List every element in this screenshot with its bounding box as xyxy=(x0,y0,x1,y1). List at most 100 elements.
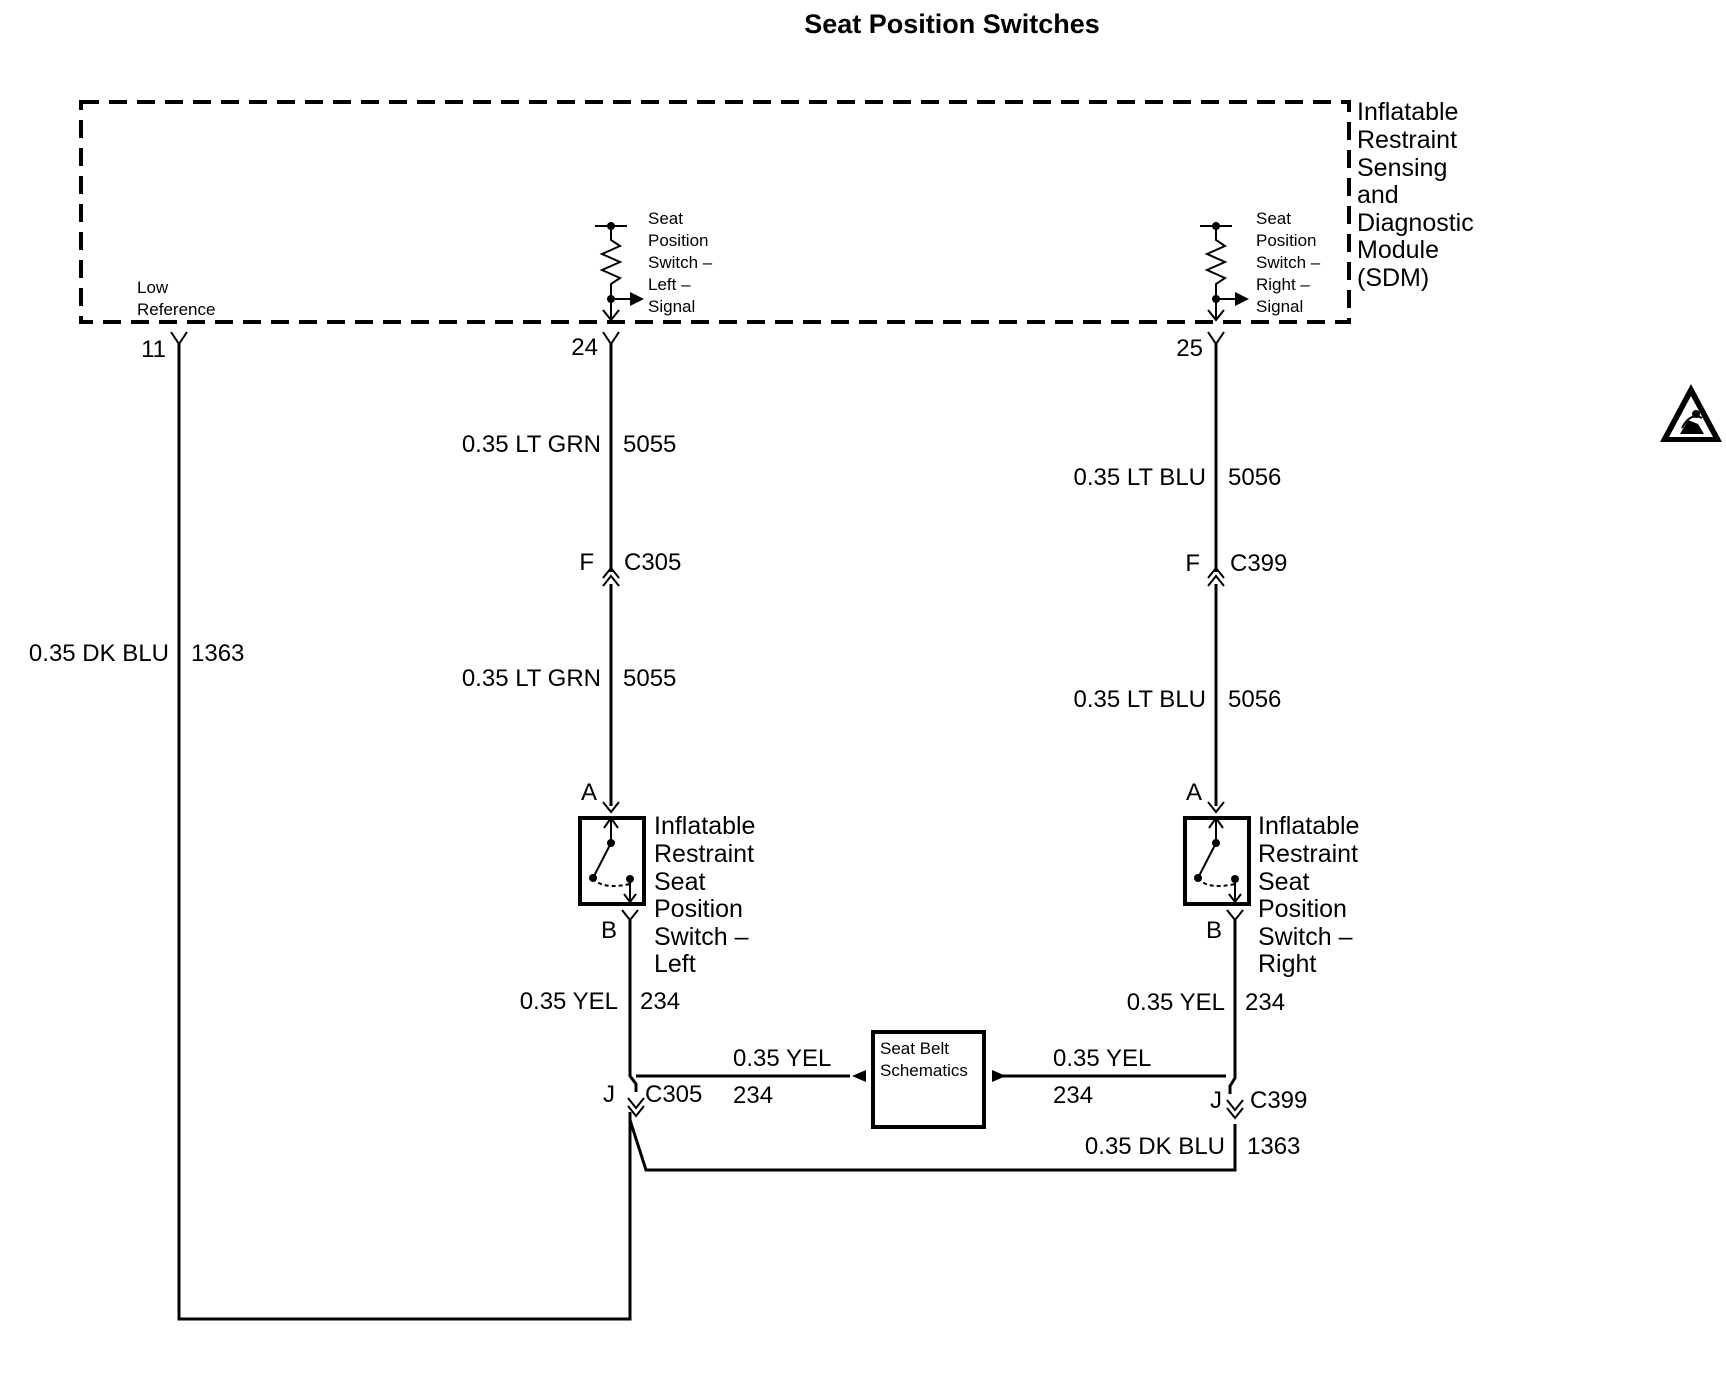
wire-labels: 0.35 LT GRN 5055 0.35 LT GRN 5055 0.35 L… xyxy=(29,431,1300,1160)
svg-text:5056: 5056 xyxy=(1228,464,1281,491)
svg-text:234: 234 xyxy=(733,1082,773,1109)
svg-text:Signal: Signal xyxy=(648,297,695,316)
switch-left-pin-b-terminal xyxy=(621,909,639,922)
low-reference-label: Low Reference xyxy=(137,278,215,319)
svg-text:Restraint: Restraint xyxy=(1357,126,1457,154)
svg-text:Inflatable: Inflatable xyxy=(654,812,755,840)
diagram-title: Seat Position Switches xyxy=(804,9,1100,39)
arrow-left-icon xyxy=(852,1070,866,1082)
svg-text:Inflatable: Inflatable xyxy=(1357,98,1458,126)
svg-text:5055: 5055 xyxy=(623,431,676,458)
connector-c399-inline xyxy=(1207,566,1225,587)
switch-left-pin-a: A xyxy=(581,779,597,806)
svg-text:(SDM): (SDM) xyxy=(1357,264,1429,292)
svg-text:and: and xyxy=(1357,181,1399,209)
airbag-warning-icon xyxy=(1660,384,1722,442)
switch-left-pin-b: B xyxy=(601,917,617,944)
svg-text:Switch –: Switch – xyxy=(1256,253,1321,272)
c399-ground-pin: J xyxy=(1210,1087,1222,1114)
svg-text:Right –: Right – xyxy=(1256,275,1310,294)
svg-text:Seat: Seat xyxy=(1256,209,1291,228)
svg-text:0.35 YEL: 0.35 YEL xyxy=(733,1045,831,1072)
svg-text:Position: Position xyxy=(1258,895,1347,923)
svg-text:0.35 DK BLU: 0.35 DK BLU xyxy=(29,640,169,667)
svg-text:1363: 1363 xyxy=(191,640,244,667)
svg-text:5056: 5056 xyxy=(1228,686,1281,713)
svg-text:Left –: Left – xyxy=(648,275,691,294)
seat-position-switch-left xyxy=(578,801,646,922)
seat-position-switch-right xyxy=(1183,801,1251,922)
pin-11-terminal xyxy=(170,331,188,346)
svg-text:0.35 LT GRN: 0.35 LT GRN xyxy=(462,665,601,692)
connector-c399-ground xyxy=(1226,1099,1244,1120)
arrow-right-icon xyxy=(992,1070,1006,1082)
svg-text:1363: 1363 xyxy=(1247,1133,1300,1160)
left-signal-label: Seat Position Switch – Left – Signal xyxy=(648,209,713,316)
wire-paths xyxy=(177,344,1237,1321)
svg-text:Reference: Reference xyxy=(137,300,215,319)
svg-text:0.35 YEL: 0.35 YEL xyxy=(520,988,618,1015)
svg-text:Signal: Signal xyxy=(1256,297,1303,316)
switch-right-pin-a-terminal xyxy=(1207,801,1225,814)
svg-text:Right: Right xyxy=(1258,950,1316,978)
switch-left-label: Inflatable Restraint Seat Position Switc… xyxy=(654,812,755,978)
c399-inline-name: C399 xyxy=(1230,550,1287,577)
pin-25-label: 25 xyxy=(1176,335,1203,362)
c305-ground-name: C305 xyxy=(645,1081,702,1108)
c305-inline-name: C305 xyxy=(624,549,681,576)
svg-text:0.35 LT GRN: 0.35 LT GRN xyxy=(462,431,601,458)
switch-right-pin-b-terminal xyxy=(1226,909,1244,922)
c305-ground-pin: J xyxy=(603,1081,615,1108)
svg-text:Sensing: Sensing xyxy=(1357,154,1447,182)
svg-text:Position: Position xyxy=(1256,231,1316,250)
pin-11-label: 11 xyxy=(141,336,166,363)
svg-text:0.35 DK BLU: 0.35 DK BLU xyxy=(1085,1133,1225,1160)
svg-text:Seat: Seat xyxy=(648,209,683,228)
pin-25-terminal xyxy=(1207,331,1225,346)
switch-right-label: Inflatable Restraint Seat Position Switc… xyxy=(1258,812,1359,978)
svg-text:Position: Position xyxy=(648,231,708,250)
svg-text:Inflatable: Inflatable xyxy=(1258,812,1359,840)
pin-24-label: 24 xyxy=(571,334,598,361)
wire-234-left xyxy=(628,918,638,1092)
svg-text:Switch –: Switch – xyxy=(1258,923,1353,951)
seat-belt-label-2: Schematics xyxy=(880,1061,968,1080)
switch-right-pin-a: A xyxy=(1186,779,1202,806)
wire-1363-ground-main xyxy=(177,344,632,1321)
svg-text:Position: Position xyxy=(654,895,743,923)
svg-text:Diagnostic: Diagnostic xyxy=(1357,209,1474,237)
connector-c305-inline xyxy=(602,566,620,587)
wire-1363-ground-right xyxy=(628,1119,1237,1172)
sdm-label: Inflatable Restraint Sensing and Diagnos… xyxy=(1357,98,1474,292)
svg-text:234: 234 xyxy=(1053,1082,1093,1109)
svg-text:Module: Module xyxy=(1357,236,1439,264)
left-signal-circuit xyxy=(595,222,644,322)
svg-text:234: 234 xyxy=(640,988,680,1015)
svg-text:0.35 LT BLU: 0.35 LT BLU xyxy=(1073,464,1206,491)
right-signal-label: Seat Position Switch – Right – Signal xyxy=(1256,209,1321,316)
svg-text:0.35 YEL: 0.35 YEL xyxy=(1053,1045,1151,1072)
svg-text:0.35 LT BLU: 0.35 LT BLU xyxy=(1073,686,1206,713)
pin-24-terminal xyxy=(602,331,620,346)
c399-inline-pin: F xyxy=(1185,550,1200,577)
svg-text:5055: 5055 xyxy=(623,665,676,692)
connector-c305-ground xyxy=(627,1097,645,1118)
svg-text:Low: Low xyxy=(137,278,169,297)
svg-text:Left: Left xyxy=(654,950,696,978)
c399-ground-name: C399 xyxy=(1250,1087,1307,1114)
svg-text:234: 234 xyxy=(1245,989,1285,1016)
svg-text:Restraint: Restraint xyxy=(1258,840,1358,868)
seat-belt-schematics-box[interactable]: Seat Belt Schematics xyxy=(852,1030,1006,1129)
switch-right-pin-b: B xyxy=(1206,917,1222,944)
svg-text:Seat: Seat xyxy=(654,868,705,896)
sdm-module-box xyxy=(79,100,1351,324)
svg-text:Switch –: Switch – xyxy=(648,253,713,272)
right-signal-circuit xyxy=(1200,222,1249,322)
svg-text:0.35 YEL: 0.35 YEL xyxy=(1127,989,1225,1016)
c305-inline-pin: F xyxy=(579,549,594,576)
svg-text:Switch –: Switch – xyxy=(654,923,749,951)
switch-left-pin-a-terminal xyxy=(602,801,620,814)
wire-234-right xyxy=(1228,918,1237,1094)
svg-text:Restraint: Restraint xyxy=(654,840,754,868)
